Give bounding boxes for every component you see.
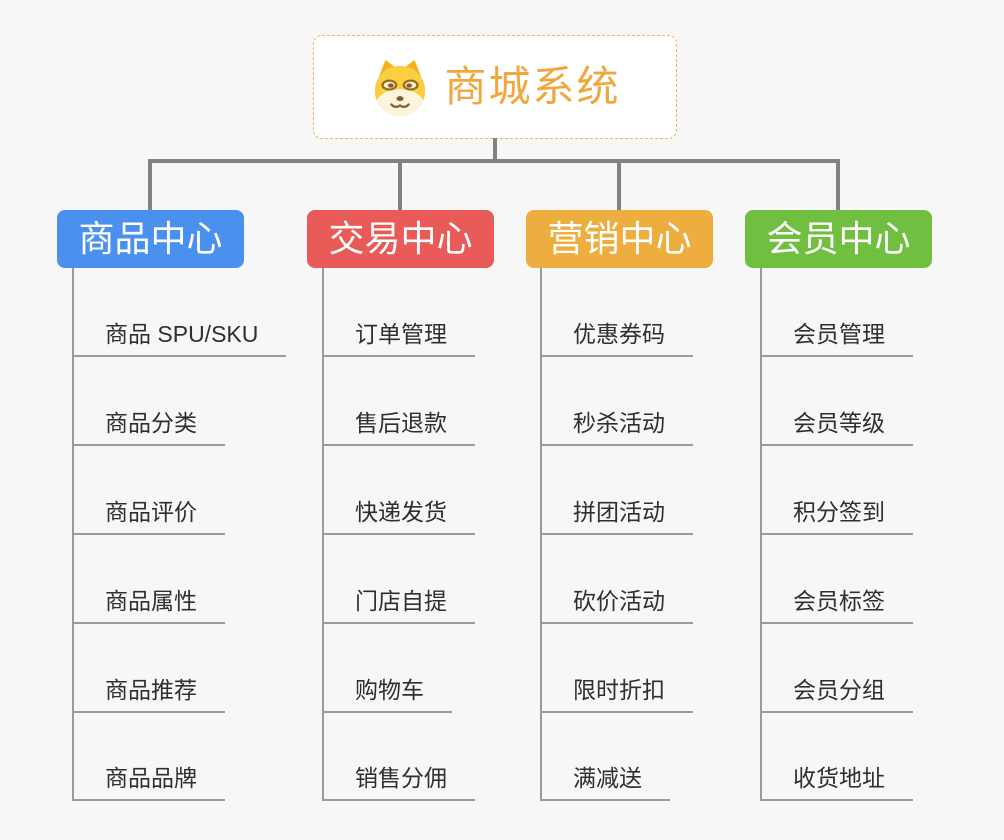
branch-node-marketing-center[interactable]: 营销中心: [526, 210, 713, 268]
connector-drop-3: [617, 159, 621, 210]
branch-node-trade-center[interactable]: 交易中心: [307, 210, 494, 268]
leaf-node[interactable]: 会员分组: [760, 675, 913, 713]
branch-children-trade-center: 订单管理 售后退款 快递发货 门店自提 购物车 销售分佣: [322, 268, 572, 801]
leaf-node[interactable]: 商品评价: [72, 497, 225, 535]
leaf-node[interactable]: 商品推荐: [72, 675, 225, 713]
branch-node-member-center[interactable]: 会员中心: [745, 210, 932, 268]
branch-children-product-center: 商品 SPU/SKU 商品分类 商品评价 商品属性 商品推荐 商品品牌: [72, 268, 322, 801]
leaf-node[interactable]: 商品品牌: [72, 763, 225, 801]
leaf-node[interactable]: 商品 SPU/SKU: [72, 319, 287, 357]
leaf-node[interactable]: 售后退款: [322, 408, 475, 446]
branch-children-marketing-center: 优惠券码 秒杀活动 拼团活动 砍价活动 限时折扣 满减送: [540, 268, 790, 801]
connector-horizontal: [148, 159, 840, 163]
leaf-node[interactable]: 购物车: [322, 675, 452, 713]
leaf-node[interactable]: 销售分佣: [322, 763, 475, 801]
branch-node-product-center[interactable]: 商品中心: [57, 210, 244, 268]
leaf-node[interactable]: 门店自提: [322, 586, 475, 624]
connector-drop-2: [398, 159, 402, 210]
branch-children-member-center: 会员管理 会员等级 积分签到 会员标签 会员分组 收货地址: [760, 268, 1004, 801]
leaf-node[interactable]: 积分签到: [760, 497, 913, 535]
root-node[interactable]: 商城系统: [313, 35, 677, 139]
leaf-node[interactable]: 满减送: [540, 763, 670, 801]
leaf-node[interactable]: 快递发货: [322, 497, 475, 535]
connector-root-drop: [493, 138, 497, 163]
leaf-node[interactable]: 限时折扣: [540, 675, 693, 713]
leaf-node[interactable]: 商品分类: [72, 408, 225, 446]
leaf-node[interactable]: 秒杀活动: [540, 408, 693, 446]
leaf-node[interactable]: 商品属性: [72, 586, 225, 624]
connector-drop-1: [148, 159, 152, 210]
leaf-node[interactable]: 会员管理: [760, 319, 913, 357]
dog-icon: [375, 59, 426, 117]
leaf-node[interactable]: 订单管理: [322, 319, 475, 357]
leaf-node[interactable]: 会员标签: [760, 586, 913, 624]
leaf-node[interactable]: 拼团活动: [540, 497, 693, 535]
leaf-node[interactable]: 收货地址: [760, 763, 913, 801]
connector-drop-4: [836, 159, 840, 210]
leaf-node[interactable]: 砍价活动: [540, 586, 693, 624]
leaf-node[interactable]: 会员等级: [760, 408, 913, 446]
leaf-node[interactable]: 优惠券码: [540, 319, 693, 357]
root-title: 商城系统: [444, 63, 621, 110]
